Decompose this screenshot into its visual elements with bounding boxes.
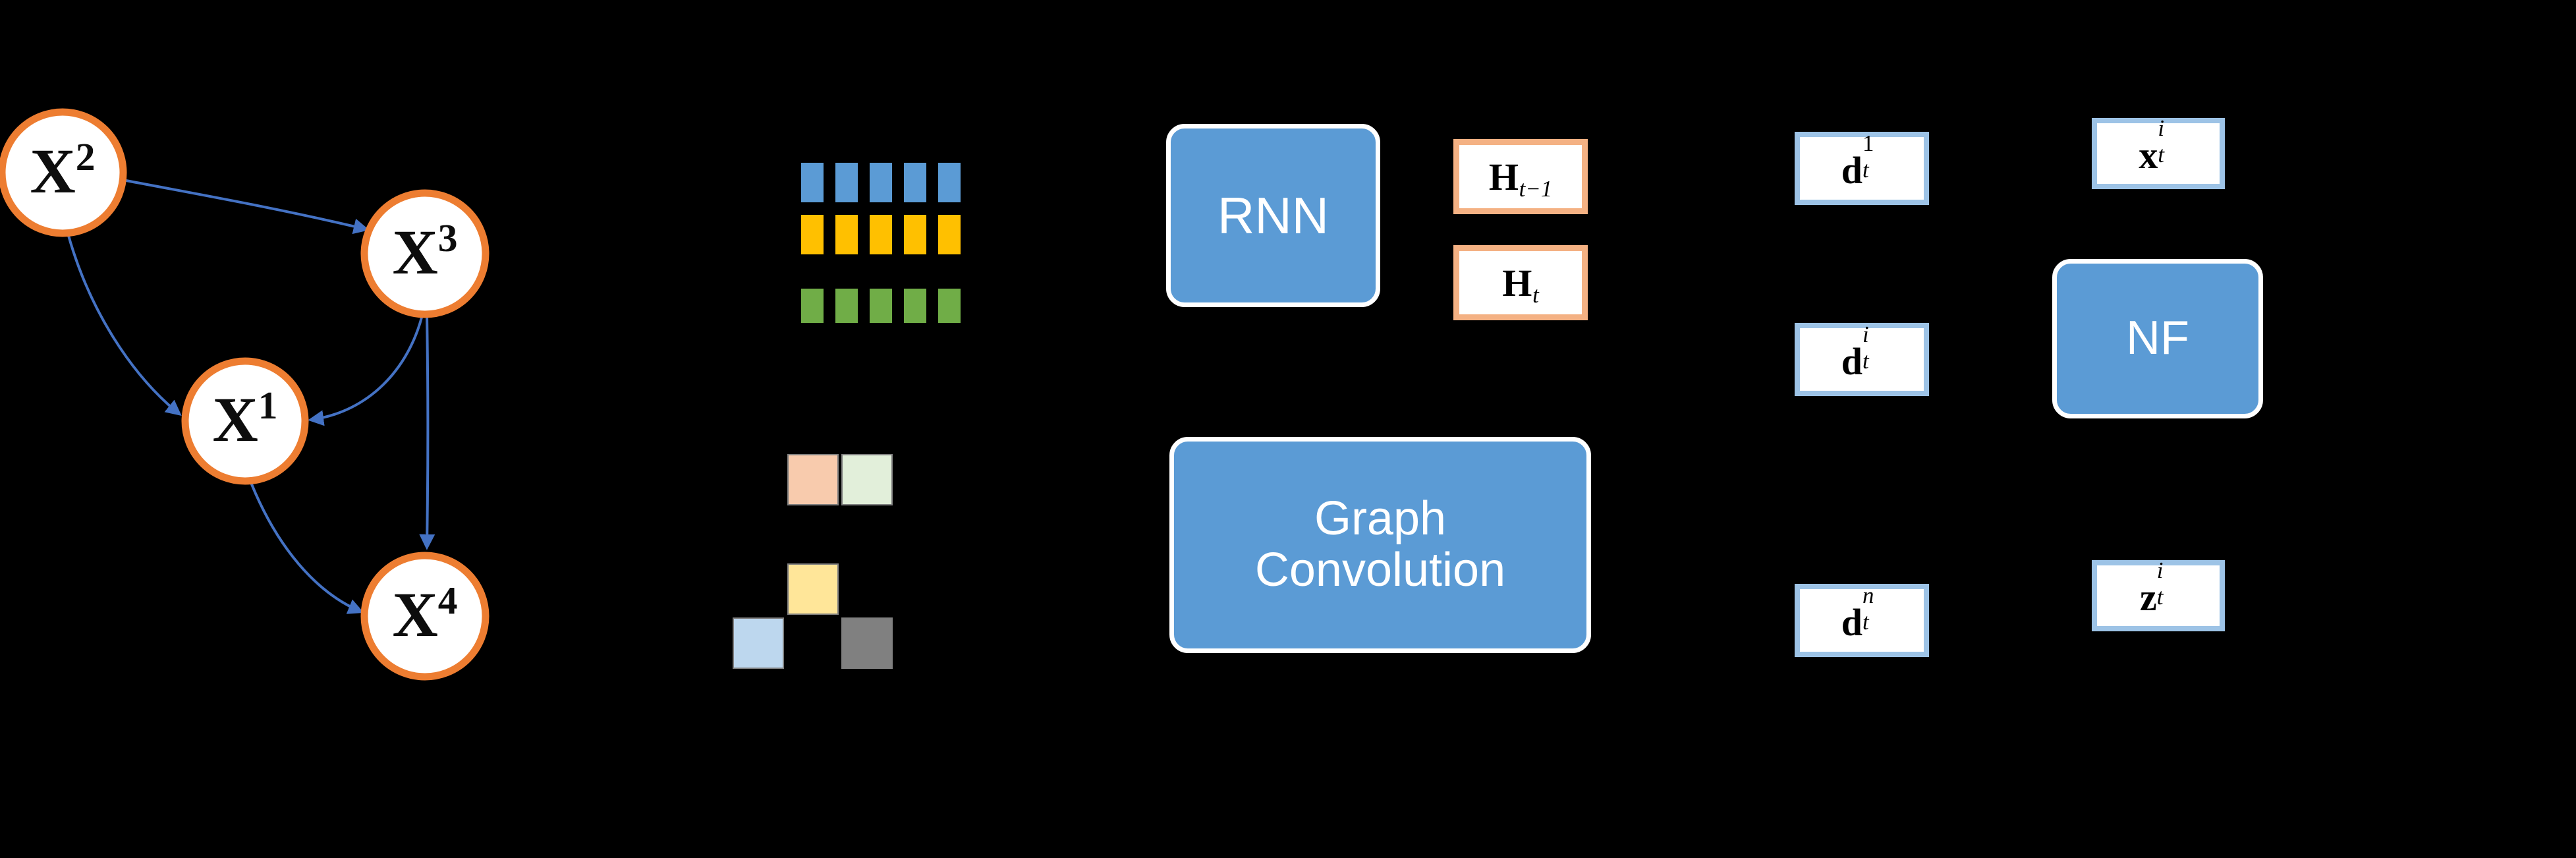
legend-tile-orange bbox=[870, 215, 892, 254]
math-expression: Ht−1 bbox=[1488, 155, 1553, 202]
graph-node-x3-exponent: 3 bbox=[438, 216, 458, 260]
legend-tile-blue bbox=[938, 163, 961, 202]
graph-node-x1-base: X bbox=[212, 384, 258, 455]
math-subscript: t bbox=[1862, 156, 1869, 183]
math-superscript: 1 bbox=[1862, 130, 1874, 156]
graph-node-x1-exponent: 1 bbox=[258, 384, 278, 427]
edge-x3-to-x4 bbox=[419, 314, 435, 550]
legend-tile-orange bbox=[835, 215, 858, 254]
legend-swatch-lightyellow bbox=[787, 563, 839, 615]
edge-x1-to-x4 bbox=[249, 480, 364, 614]
legend-tile-green bbox=[801, 289, 824, 323]
math-superscript: n bbox=[1862, 582, 1874, 608]
legend-tile-blue bbox=[835, 163, 858, 202]
edge-x3-to-x1 bbox=[308, 314, 424, 426]
math-base-symbol: z bbox=[2140, 576, 2157, 619]
edge-x2-to-x1 bbox=[67, 233, 182, 416]
graph-node-x2-base: X bbox=[30, 136, 75, 206]
math-base-symbol: H bbox=[1502, 261, 1532, 304]
math-expression: Ht bbox=[1502, 261, 1539, 308]
legend-swatch-lightblue bbox=[733, 617, 784, 669]
process-block-label: NF bbox=[2126, 312, 2189, 365]
math-subscript: t−1 bbox=[1519, 175, 1553, 202]
math-subscript: t bbox=[1862, 347, 1869, 374]
legend-tile-blue bbox=[870, 163, 892, 202]
math-box-h-prev[interactable]: Ht−1 bbox=[1453, 139, 1588, 214]
graph-node-x2[interactable]: X2 bbox=[0, 108, 127, 237]
legend-swatch-peach bbox=[787, 454, 839, 505]
legend-tile-orange bbox=[801, 215, 824, 254]
process-block-rnn[interactable]: RNN bbox=[1166, 124, 1380, 307]
graph-node-x1[interactable]: X1 bbox=[181, 357, 309, 485]
process-block-label: RNN bbox=[1218, 186, 1329, 244]
graph-node-x3-base: X bbox=[392, 217, 437, 287]
graph-node-x4[interactable]: X4 bbox=[360, 552, 490, 681]
legend-tile-green bbox=[904, 289, 926, 323]
legend-tile-orange bbox=[938, 215, 961, 254]
legend-tile-orange bbox=[904, 215, 926, 254]
legend-tile-blue bbox=[801, 163, 824, 202]
math-box-h-now[interactable]: Ht bbox=[1453, 245, 1588, 320]
math-base-symbol: x bbox=[2139, 134, 2158, 177]
svg-text:X1: X1 bbox=[212, 384, 277, 455]
legend-swatch-gray bbox=[841, 617, 893, 669]
legend-swatch-lightgreen bbox=[841, 454, 893, 505]
math-base-symbol: d bbox=[1841, 339, 1863, 383]
math-base-symbol: d bbox=[1841, 148, 1863, 192]
edge-x2-to-x3 bbox=[122, 179, 370, 235]
svg-text:X2: X2 bbox=[30, 135, 95, 206]
math-subscript: t bbox=[1862, 608, 1869, 635]
graph-node-x3[interactable]: X3 bbox=[360, 189, 490, 318]
math-superscript: i bbox=[2158, 115, 2165, 142]
math-subscript: t bbox=[1532, 281, 1539, 308]
math-base-symbol: H bbox=[1488, 155, 1519, 198]
math-base-symbol: d bbox=[1841, 600, 1863, 644]
legend-tile-blue bbox=[904, 163, 926, 202]
svg-text:X3: X3 bbox=[392, 216, 457, 287]
process-block-nf[interactable]: NF bbox=[2052, 259, 2263, 418]
math-superscript: i bbox=[1862, 321, 1869, 347]
legend-tile-green bbox=[938, 289, 961, 323]
math-subscript: t bbox=[2158, 142, 2165, 168]
math-subscript: t bbox=[2156, 584, 2164, 610]
graph-node-x4-base: X bbox=[392, 579, 437, 650]
process-block-gconv[interactable]: Graph Convolution bbox=[1169, 437, 1591, 653]
graph-node-x4-exponent: 4 bbox=[438, 579, 458, 622]
legend-tile-green bbox=[835, 289, 858, 323]
legend-tile-green bbox=[870, 289, 892, 323]
svg-text:X4: X4 bbox=[392, 579, 457, 650]
process-block-label: Graph Convolution bbox=[1254, 492, 1506, 596]
causal-variable-graph: X2 X3 X1 X4 bbox=[0, 108, 490, 681]
math-superscript: i bbox=[2156, 558, 2164, 584]
graph-node-x2-exponent: 2 bbox=[76, 135, 96, 179]
